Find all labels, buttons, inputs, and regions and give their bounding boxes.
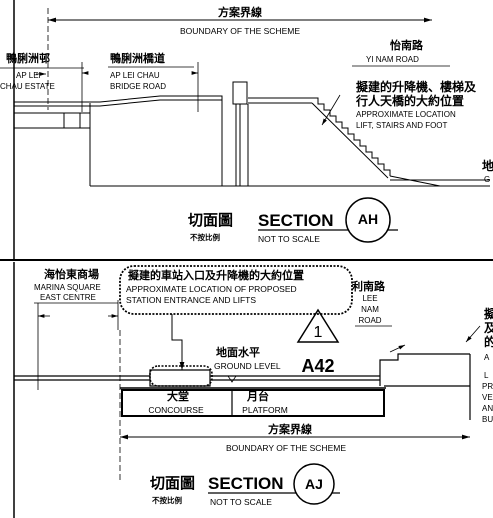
bridge-road-en-2: BRIDGE ROAD	[110, 82, 166, 91]
right-label-en-6: BU	[482, 415, 493, 424]
ap-lei-estate-zh: 鴨脷洲邨	[6, 51, 50, 65]
lift-label-zh-2: 行人天橋的大約位置	[355, 93, 464, 108]
bridge-road-en-1: AP LEI CHAU	[110, 71, 160, 80]
platform-zh: 月台	[246, 389, 269, 403]
section-not-to-scale-bottom: NOT TO SCALE	[210, 497, 272, 507]
section-not-to-scale: NOT TO SCALE	[258, 234, 320, 244]
section-ah: 方案界線 BOUNDARY OF THE SCHEME 怡南路 YI NAM R…	[0, 0, 493, 261]
boundary-label-en: BOUNDARY OF THE SCHEME	[180, 26, 300, 36]
concourse-zh: 大堂	[167, 389, 189, 403]
section-aj: 海怡東商場 MARINA SQUARE EAST CENTRE 擬建的車站入口及…	[13, 262, 493, 518]
ground-label-en: G	[484, 175, 490, 184]
boundary-label-en-bottom: BOUNDARY OF THE SCHEME	[226, 443, 346, 453]
section-scale-zh-bottom: 不按比例	[152, 495, 182, 505]
ground-level-en: GROUND LEVEL	[214, 361, 281, 371]
right-label-en-1: A	[484, 353, 490, 362]
station-entrance-zh: 擬建的車站入口及升降機的大約位置	[128, 268, 304, 282]
bridge-structure	[14, 81, 490, 187]
revision-triangle	[296, 308, 340, 343]
lee-nam-road-en-2: NAM	[361, 305, 379, 314]
right-label-zh-2: 及	[484, 321, 493, 335]
platform-en: PLATFORM	[242, 405, 288, 415]
section-id: AH	[358, 211, 378, 227]
station-structure	[14, 330, 471, 480]
concourse-en: CONCOURSE	[148, 405, 204, 415]
ground-label-zh: 地	[482, 158, 493, 173]
marina-square-en-2: EAST CENTRE	[40, 293, 96, 302]
yi-nam-road-zh: 怡南路	[390, 38, 424, 52]
section-label-bottom: SECTION	[208, 474, 284, 493]
ap-lei-estate-en-1: AP LEI	[16, 71, 41, 80]
section-title-ah: 切面圖 不按比例 SECTION NOT TO SCALE AH	[188, 197, 398, 244]
marina-square-en-1: MARINA SQUARE	[34, 283, 101, 292]
yi-nam-road-en: YI NAM ROAD	[366, 55, 419, 64]
lift-label-zh-1: 擬建的升降機、樓梯及	[356, 79, 477, 94]
triangle-number: 1	[314, 324, 323, 341]
lee-nam-road-en-3: ROAD	[358, 316, 381, 325]
ground-level-zh: 地面水平	[216, 345, 260, 359]
lee-nam-road-zh: 利南路	[352, 279, 386, 293]
right-label-en-3: PR	[482, 382, 493, 391]
station-entrance-cloud	[119, 265, 353, 315]
ap-lei-estate-en-2: CHAU ESTATE	[0, 82, 55, 91]
station-entrance-en-2: STATION ENTRANCE AND LIFTS	[126, 295, 256, 305]
right-label-en-2: L	[484, 371, 489, 380]
right-label-zh-1: 擬	[484, 306, 493, 321]
ref-code: A42	[301, 356, 334, 376]
section-id-bottom: AJ	[305, 476, 323, 492]
right-label-zh-3: 的	[484, 334, 493, 349]
marina-square-zh: 海怡東商場	[44, 267, 99, 281]
section-title-zh-bottom: 切面圖	[150, 474, 195, 492]
lee-nam-road-en-1: LEE	[362, 294, 377, 303]
right-label-en-4: VE	[482, 393, 493, 402]
bridge-road-zh: 鴨脷洲橋道	[110, 51, 165, 65]
section-scale-zh: 不按比例	[190, 232, 220, 242]
lift-label-en-2: LIFT, STAIRS AND FOOT	[356, 121, 448, 130]
section-title-aj: 切面圖 不按比例 SECTION NOT TO SCALE AJ	[150, 463, 340, 507]
section-label: SECTION	[258, 211, 334, 230]
station-entrance-en-1: APPROXIMATE LOCATION OF PROPOSED	[126, 284, 297, 294]
boundary-label-zh: 方案界線	[218, 5, 262, 19]
section-title-zh: 切面圖	[188, 211, 233, 229]
right-label-en-5: AN	[482, 404, 493, 413]
boundary-label-zh-bottom: 方案界線	[268, 422, 312, 436]
lift-label-en-1: APPROXIMATE LOCATION	[356, 110, 456, 119]
